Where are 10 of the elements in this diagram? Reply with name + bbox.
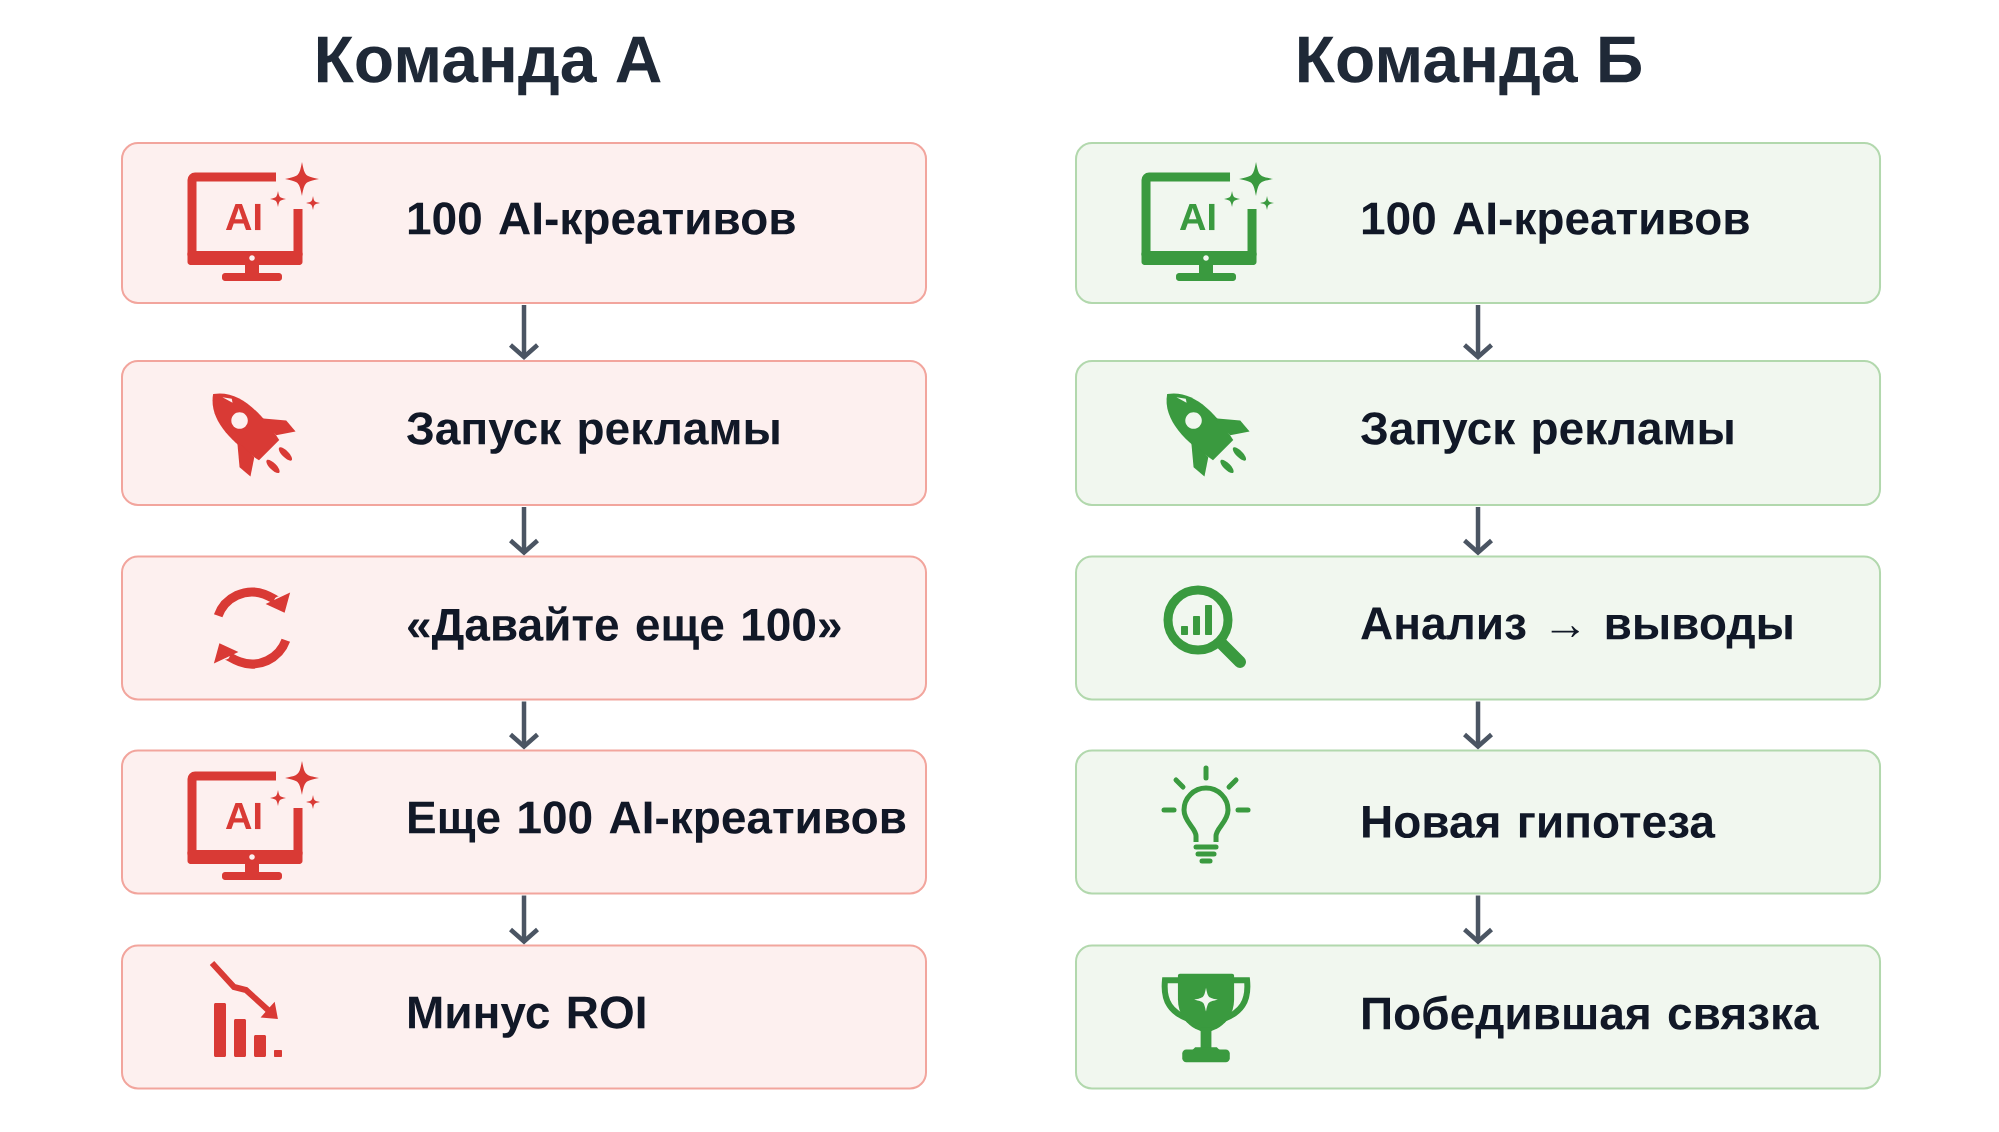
step-box: Анализ → выводы [1075,555,1882,701]
step-box: Новая гипотеза [1075,749,1882,895]
screen-text: AI [225,802,261,830]
step-box: Победившая связка [1075,944,1882,1090]
screen-text: AI [225,203,261,231]
screen-text: AI [1179,203,1215,231]
step-box: Запуск рекламы [121,360,927,506]
step-box: Минус ROI [121,944,927,1090]
step-box: «Давайте еще 100» [121,555,927,701]
step-box: Запуск рекламы [1075,360,1882,506]
